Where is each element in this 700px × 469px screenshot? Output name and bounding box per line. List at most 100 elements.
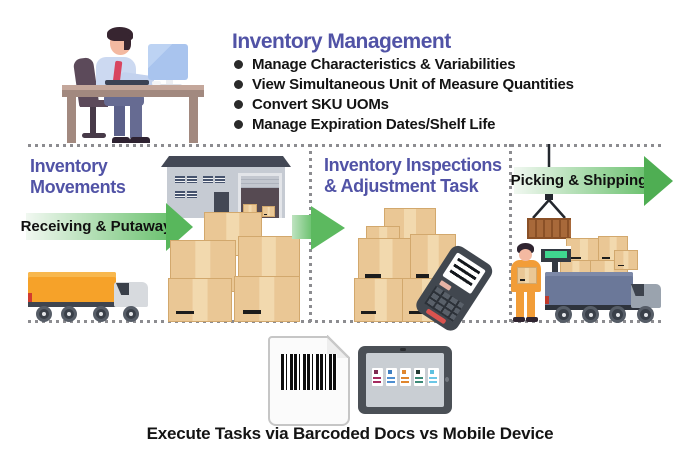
truck-trailer <box>545 272 633 308</box>
computer-monitor <box>166 79 173 86</box>
box-icon <box>204 212 262 256</box>
arrow-head-icon <box>311 206 345 250</box>
box-icon <box>170 240 236 292</box>
box-icon <box>560 260 592 286</box>
shoe <box>112 137 130 143</box>
worker-leg <box>527 292 535 318</box>
bullet-item: Manage Expiration Dates/Shelf Life <box>234 116 574 133</box>
worker-leg <box>516 292 524 318</box>
window-icon <box>187 191 197 198</box>
person-hair <box>107 27 133 41</box>
box-icon <box>614 250 638 270</box>
app-card-icon <box>372 368 383 386</box>
box-icon <box>384 208 436 250</box>
truck-chassis <box>28 302 142 307</box>
window-icon <box>215 176 225 183</box>
bullet-item: Convert SKU UOMs <box>234 96 574 113</box>
monitor-screen <box>148 44 188 80</box>
worker-body <box>511 260 541 292</box>
worker-hair <box>517 243 534 254</box>
page-title: Inventory Management <box>232 30 451 53</box>
app-card-icon <box>386 368 397 386</box>
truck-chassis <box>545 305 647 310</box>
box-icon <box>517 267 537 284</box>
arrow-head-icon <box>166 203 193 251</box>
mouse <box>152 81 161 85</box>
box-icon <box>234 276 300 322</box>
box-icon <box>243 204 257 217</box>
shoe <box>130 137 150 143</box>
folded-corner <box>327 335 350 358</box>
person-leg <box>114 100 125 136</box>
bullet-icon <box>234 100 243 109</box>
app-card-icon <box>400 368 411 386</box>
tablet-frame <box>358 346 452 414</box>
box-icon <box>354 278 408 322</box>
document-page <box>268 336 350 426</box>
box-icon <box>590 260 628 288</box>
person-torso <box>96 57 136 89</box>
panel-border-top <box>28 144 662 147</box>
app-card-icon <box>428 368 439 386</box>
tablet-screen <box>366 353 444 407</box>
warehouse-body <box>167 167 285 218</box>
panel-title: Inventory Movements <box>30 156 126 197</box>
crane-hook-icon <box>532 144 566 219</box>
box-icon <box>358 238 414 286</box>
cargo-crate-icon <box>527 218 571 239</box>
scale-display <box>545 251 567 258</box>
tail-light <box>28 293 32 302</box>
window-icon <box>175 191 185 198</box>
windshield <box>631 284 644 296</box>
scanner-button <box>438 280 452 291</box>
arrow-label: Receiving & Putaway <box>20 218 172 235</box>
bullet-item: Manage Characteristics & Variabilities <box>234 56 574 73</box>
scanner-screen <box>442 252 486 295</box>
bullet-icon <box>234 120 243 129</box>
panel-divider <box>509 144 512 323</box>
box-icon <box>262 206 275 217</box>
window-icon <box>175 176 185 183</box>
desk-leg <box>189 97 198 143</box>
box-icon <box>410 234 456 288</box>
tie <box>112 60 123 85</box>
box-icon <box>238 236 300 294</box>
app-card-icon <box>414 368 425 386</box>
worker-face <box>519 249 532 261</box>
box-icon <box>366 226 400 250</box>
panel-title: Inventory Inspections & Adjustment Task <box>324 155 502 196</box>
person-head <box>110 31 131 55</box>
box-icon <box>598 236 628 264</box>
panel-divider <box>309 144 312 323</box>
truck-cargo <box>28 272 116 303</box>
warehouse-door <box>214 192 229 218</box>
person-leg <box>130 100 142 138</box>
keyboard <box>105 80 149 85</box>
truck-cab <box>114 282 148 307</box>
garage-opening <box>238 173 282 218</box>
box-icon <box>402 278 454 322</box>
bullet-icon <box>234 80 243 89</box>
bullet-icon <box>234 60 243 69</box>
garage-shutter <box>241 176 279 188</box>
window-icon <box>203 176 213 183</box>
arrow-head-icon <box>644 156 673 206</box>
camera-icon <box>400 348 406 351</box>
window-icon <box>187 176 197 183</box>
tail-light <box>545 296 549 304</box>
warehouse-roof <box>161 156 291 167</box>
arrow-label: Picking & Shipping <box>510 172 648 189</box>
box-icon <box>168 278 232 322</box>
side-button <box>445 377 449 382</box>
desk-top <box>62 85 204 90</box>
chair <box>72 56 100 108</box>
desk-leg <box>67 97 76 143</box>
box-icon <box>566 238 602 264</box>
panel-border-bottom <box>28 320 662 323</box>
footer-caption: Execute Tasks via Barcoded Docs vs Mobil… <box>146 424 554 443</box>
barcode <box>281 354 337 390</box>
truck-cab <box>631 284 661 308</box>
person-arm <box>119 71 155 87</box>
feature-bullet-list: Manage Characteristics & Variabilities V… <box>234 56 574 133</box>
